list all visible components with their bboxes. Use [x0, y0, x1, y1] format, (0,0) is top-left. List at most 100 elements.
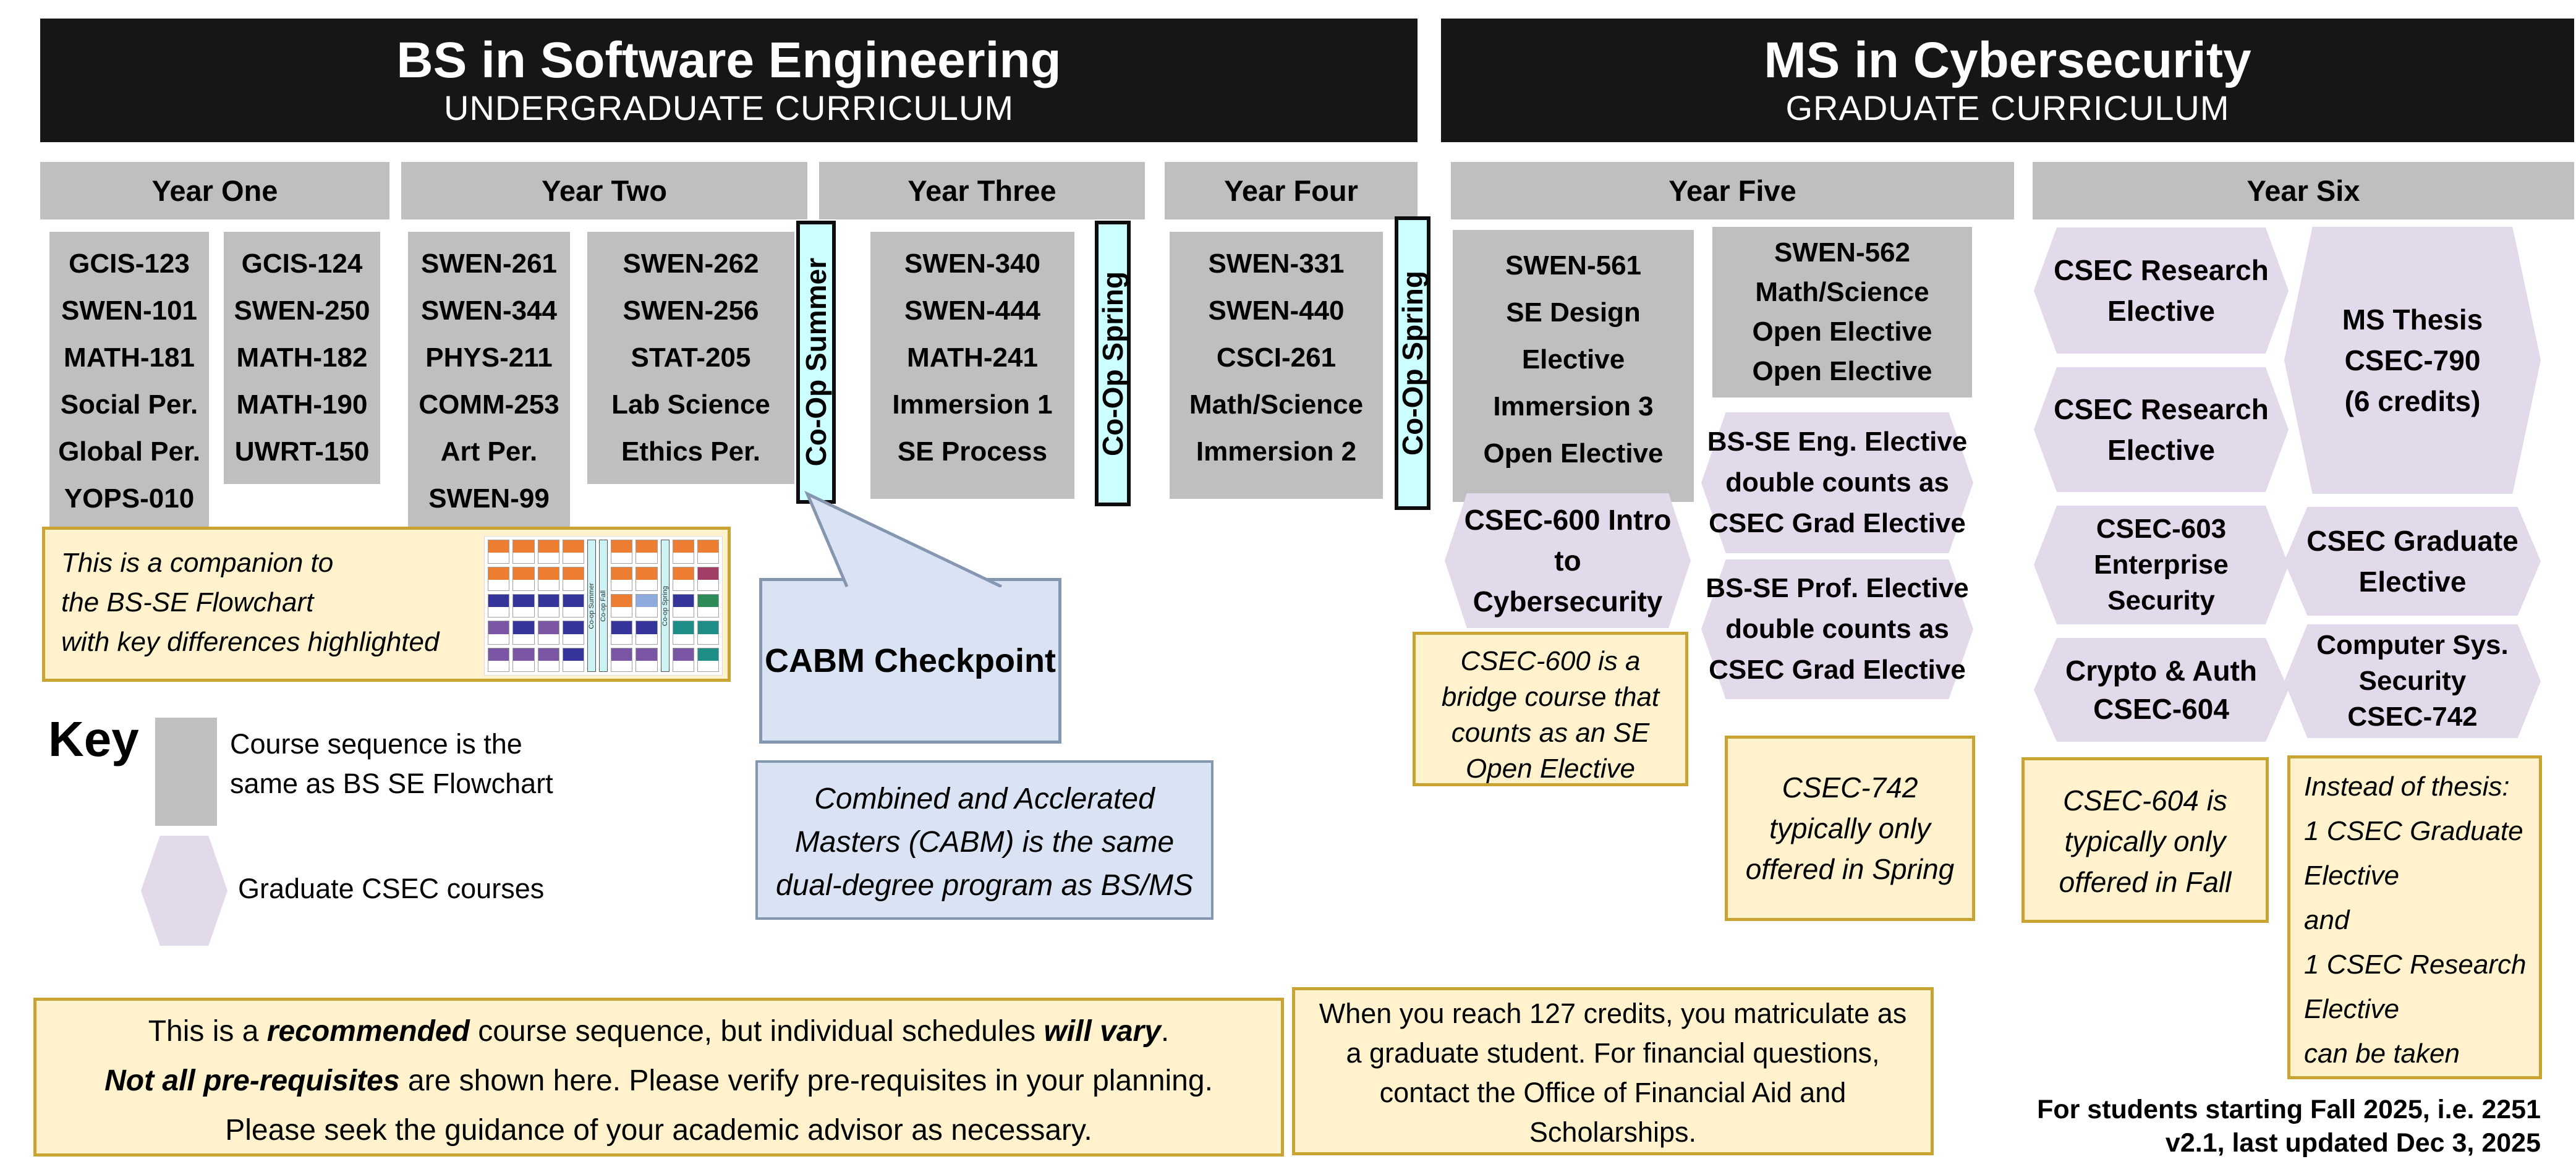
thumbnail-course-cell — [488, 540, 510, 564]
coop-bar-spring-year3-label: Co-Op Spring — [1097, 271, 1129, 456]
program-subtitle-ms: GRADUATE CURRICULUM — [1785, 88, 2230, 127]
thumbnail-course-cell — [537, 566, 559, 591]
footer-version: For students starting Fall 2025, i.e. 22… — [1984, 1093, 2541, 1159]
year-header-six: Year Six — [2033, 162, 2574, 219]
coop-bar-spring-year3: Co-Op Spring — [1095, 221, 1131, 506]
thumbnail-course-cell — [672, 566, 694, 591]
thumbnail-course-cell — [697, 621, 719, 645]
thumbnail-course-cell — [537, 593, 559, 618]
thumbnail-course-cell — [512, 593, 535, 618]
thumbnail-course-cell — [697, 648, 719, 672]
thumbnail-coop-bar: Co-op Spring — [660, 540, 670, 672]
key-gray-swatch — [155, 718, 217, 826]
thumbnail-course-cell — [537, 648, 559, 672]
thumbnail-course-cell — [537, 621, 559, 645]
thumbnail-course-cell — [562, 566, 584, 591]
year-header-five: Year Five — [1451, 162, 2014, 219]
thumbnail-course-cell — [672, 593, 694, 618]
thumbnail-course-cell — [562, 593, 584, 618]
key-hexagon-swatch — [141, 836, 227, 946]
year-header-two: Year Two — [401, 162, 807, 219]
key-title: Key — [48, 711, 139, 766]
note-127-credits: When you reach 127 credits, you matricul… — [1292, 987, 1934, 1155]
thumbnail-course-cell — [697, 566, 719, 591]
thumbnail-coop-bar: Co-op Fall — [599, 540, 608, 672]
program-subtitle-bs: UNDERGRADUATE CURRICULUM — [443, 88, 1014, 127]
thumbnail-coop-bar: Co-op Summer — [587, 540, 596, 672]
program-header-bs: BS in Software Engineering UNDERGRADUATE… — [40, 19, 1418, 142]
thumbnail-course-cell — [512, 540, 535, 564]
thumbnail-course-cell — [611, 566, 633, 591]
thumbnail-course-cell — [488, 566, 510, 591]
year-header-one: Year One — [40, 162, 389, 219]
thumbnail-course-cell — [611, 593, 633, 618]
thumbnail-course-cell — [512, 648, 535, 672]
key-hexagon-label: Graduate CSEC courses — [238, 873, 545, 904]
thumbnail-course-cell — [512, 621, 535, 645]
thumbnail-course-cell — [611, 621, 633, 645]
thumbnail-course-cell — [672, 540, 694, 564]
note-recommended-sequence: This is a recommended course sequence, b… — [33, 998, 1284, 1157]
thumbnail-course-cell — [697, 540, 719, 564]
coop-bar-summer: Co-Op Summer — [796, 221, 836, 504]
thumbnail-course-cell — [611, 540, 633, 564]
thumbnail-course-cell — [697, 593, 719, 618]
thumbnail-course-cell — [488, 648, 510, 672]
thumbnail-course-cell — [611, 648, 633, 672]
footer-version-line1: For students starting Fall 2025, i.e. 22… — [2037, 1095, 2541, 1124]
cabm-checkpoint-callout: CABM Checkpoint — [759, 578, 1061, 744]
program-title-ms: MS in Cybersecurity — [1764, 32, 2251, 88]
thumbnail-course-cell — [512, 566, 535, 591]
coop-bar-spring-year4: Co-Op Spring — [1395, 216, 1430, 510]
thumbnail-course-cell — [562, 540, 584, 564]
thumbnail-course-cell — [537, 540, 559, 564]
year-header-three: Year Three — [819, 162, 1145, 219]
thumbnail-course-cell — [635, 593, 658, 618]
thumbnail-course-cell — [635, 566, 658, 591]
year-header-four: Year Four — [1165, 162, 1418, 219]
cabm-callout-tail — [804, 490, 1003, 587]
thumbnail-course-cell — [635, 621, 658, 645]
coop-bar-summer-label: Co-Op Summer — [800, 258, 832, 467]
thumbnail-course-cell — [672, 621, 694, 645]
thumbnail-course-cell — [488, 593, 510, 618]
footer-version-line2: v2.1, last updated Dec 3, 2025 — [2165, 1128, 2541, 1158]
thumbnail-course-cell — [488, 621, 510, 645]
thumbnail-course-cell — [635, 540, 658, 564]
program-title-bs: BS in Software Engineering — [396, 32, 1061, 88]
thumbnail-course-cell — [562, 648, 584, 672]
thumbnail-course-cell — [562, 621, 584, 645]
thumbnail-course-cell — [635, 648, 658, 672]
thumbnail-course-cell — [672, 648, 694, 672]
coop-bar-spring-year4-label: Co-Op Spring — [1396, 271, 1429, 456]
program-header-ms: MS in Cybersecurity GRADUATE CURRICULUM — [1441, 19, 2574, 142]
